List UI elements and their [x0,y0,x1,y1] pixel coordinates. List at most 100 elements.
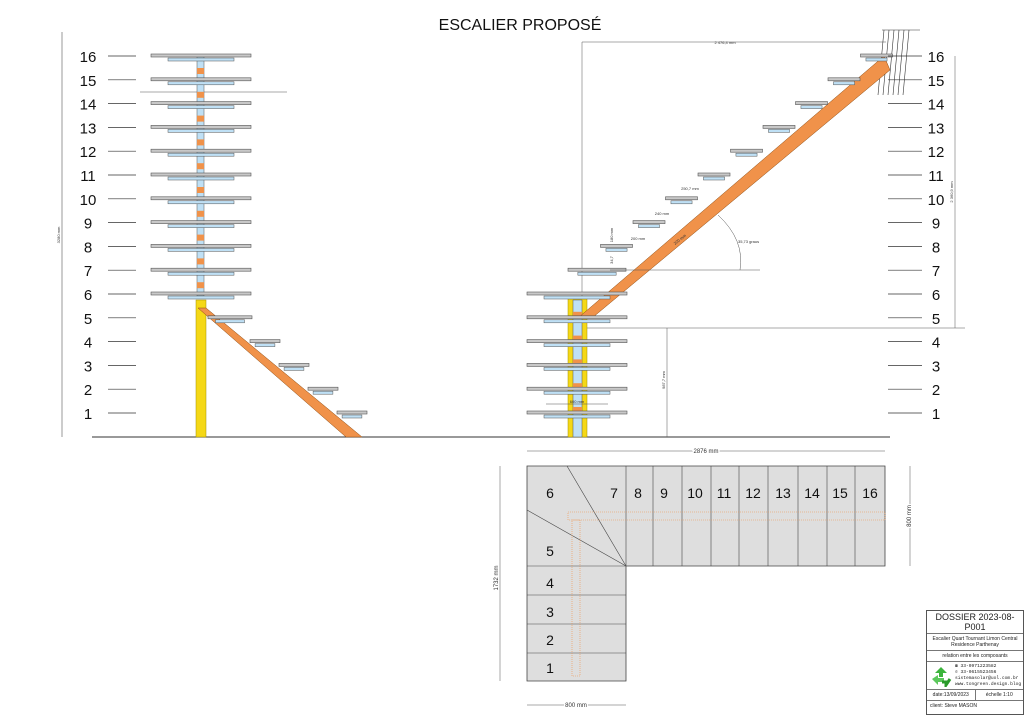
tread [827,77,861,82]
plan-step-number: 13 [775,485,791,501]
step-label-left: 13 [80,120,97,137]
plan-step-number: 2 [546,632,554,648]
title-block: DOSSIER 2023-08-P001 Escalier Quart Tour… [926,610,1024,715]
plan-step-number: 14 [804,485,820,501]
email: sistemasolar@uol.com.br [955,675,1019,681]
tread-support [341,414,363,419]
step-label-right: 1 [932,406,940,423]
tread [249,339,281,343]
tread-support [543,319,611,324]
plan-step-number: 6 [546,485,554,501]
height-dimension: 3280 mm [56,226,61,243]
tread-support [833,81,855,86]
post-joint [197,115,204,122]
step-label-left: 3 [84,358,92,375]
tread-support [167,57,235,62]
tread [150,77,252,82]
tread [150,172,252,177]
wall-hatch [892,29,900,96]
post-joint [573,311,582,318]
tread [730,148,763,153]
stringer-outline [571,519,581,677]
plan-width-dim: 2876 mm [693,449,718,455]
tread [567,267,627,272]
step-label-right: 5 [932,311,940,328]
post-joint [197,163,204,170]
tread-support [167,176,235,181]
recycle-logo-icon [932,666,952,687]
post-joint [197,210,204,217]
tread [150,220,252,224]
tread [150,291,252,296]
step-label-right: 4 [932,335,940,352]
plan-step-number: 12 [745,485,761,501]
tread [150,267,252,272]
tread [697,172,731,177]
step-label-right: 8 [932,239,940,256]
stringer-outline [567,511,886,521]
tread [150,53,252,58]
step-label-right: 6 [932,287,940,304]
left-elevation-view: 3280 mm [56,32,890,438]
step-label-left: 6 [84,287,92,304]
post-joint [197,234,204,241]
step-label-right: 13 [928,120,945,137]
tread-support [703,176,725,181]
tread [150,244,252,248]
stringer [577,55,891,319]
small-dim: 34,7 [609,255,614,264]
wall-hatch [897,29,905,96]
angle-label: 35,73 graus [738,239,759,244]
step-label-right: 10 [928,192,945,209]
tread [526,386,628,391]
tread-support [670,200,693,205]
phone-1: ☎ 33-0971223582 [955,663,997,669]
date: date:13/09/2023 [927,690,976,700]
tread [278,363,310,367]
tread-support [167,152,235,157]
tread-support [167,200,235,205]
bottom-width-dim: 800 mm [565,703,587,709]
relation-label: relation entre les composants [927,651,1023,662]
step-label-left: 1 [84,406,92,423]
post-joint [197,68,204,74]
post-joint [573,407,582,413]
plan-step-number: 3 [546,604,554,620]
tread-support [543,390,611,395]
step-label-left: 5 [84,311,92,328]
tread-width-dim: 600 mm [570,399,585,404]
plan-step-number: 11 [717,485,732,501]
wall-hatch [887,29,895,96]
plan-step-number: 9 [660,485,668,501]
post-joint [573,335,582,342]
step-label-left: 15 [80,73,97,90]
plan-step-number: 8 [634,485,642,501]
flight-width-dim: 800 mm [907,505,913,527]
post-joint [197,187,204,193]
lower-height-dimension: 987,7 mm [661,370,666,388]
tread [600,244,633,248]
tread-support [254,343,276,347]
winder-line [566,465,627,567]
tread [150,196,252,201]
tread [795,101,828,105]
plan-step-number: 7 [610,485,618,501]
tread-support [167,295,235,300]
phone-2: ✆ 33-0615523456 [955,669,997,675]
tread [150,125,252,129]
step-label-left: 2 [84,382,92,399]
tread [207,315,253,320]
tread [632,220,666,224]
tread-support [167,81,235,86]
scale: échelle 1:10 [985,692,1013,698]
stringer [197,307,363,438]
step-label-left: 10 [80,192,97,209]
tread [150,148,252,153]
tread [860,53,893,58]
step-label-right: 3 [932,358,940,375]
tread-support [167,271,235,276]
tread-support [215,319,245,324]
